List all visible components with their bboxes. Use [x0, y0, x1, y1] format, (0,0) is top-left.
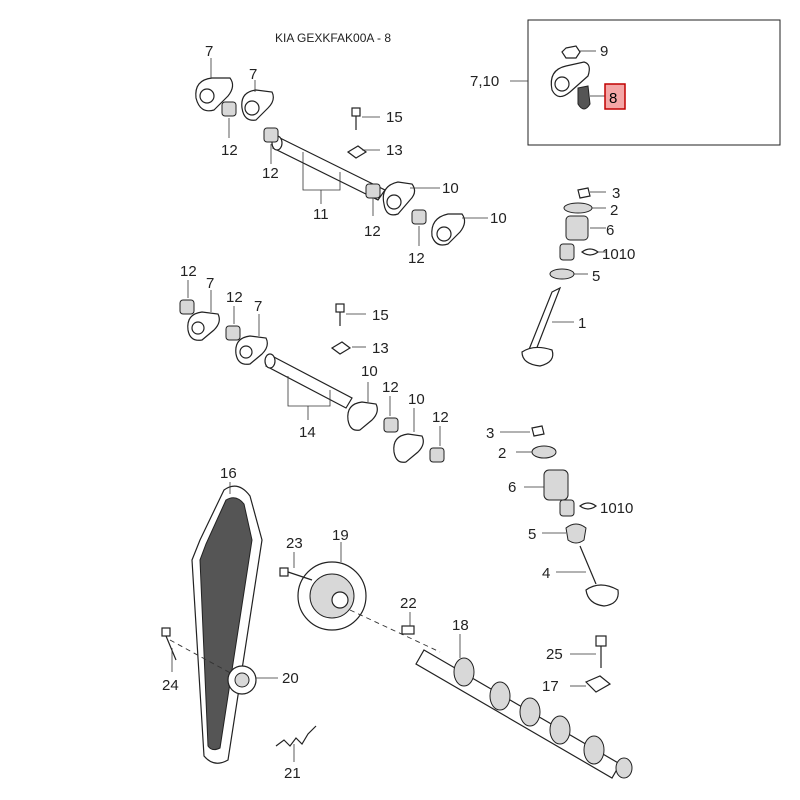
label-2a: 2	[610, 202, 618, 219]
lower-valve-assembly	[500, 425, 619, 607]
lower-rocker-shaft	[265, 355, 353, 409]
label-25: 25	[546, 646, 563, 663]
label-10d: 10	[408, 391, 425, 408]
label-10a: 10	[442, 180, 459, 197]
label-13b: 13	[372, 340, 389, 357]
label-20: 20	[282, 670, 299, 687]
label-1: 1	[578, 315, 586, 332]
label-11: 11	[313, 206, 329, 223]
label-7b: 7	[249, 66, 257, 83]
upper-valve-assembly	[521, 187, 606, 367]
inset-label-8[interactable]: 8	[609, 90, 617, 107]
label-4: 4	[542, 565, 550, 582]
adjust-nut-part	[561, 45, 596, 59]
label-7c: 7	[206, 275, 214, 292]
label-19: 19	[332, 527, 349, 544]
label-6b: 6	[508, 479, 516, 496]
label-10b: 10	[490, 210, 507, 227]
label-5b: 5	[528, 526, 536, 543]
label-12a: 12	[221, 142, 238, 159]
label-12g: 12	[382, 379, 399, 396]
label-10c: 10	[361, 363, 378, 380]
inset-ref-label: 7,10	[470, 73, 499, 90]
label-18: 18	[452, 617, 469, 634]
inset-label-9: 9	[600, 43, 608, 60]
label-23: 23	[286, 535, 303, 552]
label-21: 21	[284, 765, 301, 782]
label-15b: 15	[372, 307, 389, 324]
label-12d: 12	[408, 250, 425, 267]
label-22: 22	[400, 595, 417, 612]
label-12f: 12	[226, 289, 243, 306]
label-12b: 12	[262, 165, 279, 182]
inset-box: 7,10 9 8	[470, 19, 781, 146]
label-3a: 3	[612, 185, 620, 202]
upper-rocker-assembly	[195, 58, 488, 246]
label-12e: 12	[180, 263, 197, 280]
label-3b: 3	[486, 425, 494, 442]
label-13a: 13	[386, 142, 403, 159]
lower-rocker-assembly	[179, 280, 445, 463]
label-12c: 12	[364, 223, 381, 240]
label-1010b: 1010	[600, 500, 633, 517]
label-12h: 12	[432, 409, 449, 426]
label-7d: 7	[254, 298, 262, 315]
inset-rocker-arm-part	[550, 61, 591, 110]
label-7a: 7	[205, 43, 213, 60]
label-14: 14	[299, 424, 316, 441]
timing-drive-assembly	[161, 482, 633, 779]
label-2b: 2	[498, 445, 506, 462]
highlight-box-8[interactable]	[604, 83, 626, 110]
label-1010a: 1010	[602, 246, 635, 263]
label-16: 16	[220, 465, 237, 482]
diagram-title: KIA GEXKFAK00A - 8	[275, 31, 391, 45]
label-6a: 6	[606, 222, 614, 239]
label-24: 24	[162, 677, 179, 694]
label-17: 17	[542, 678, 559, 695]
label-5a: 5	[592, 268, 600, 285]
label-15a: 15	[386, 109, 403, 126]
